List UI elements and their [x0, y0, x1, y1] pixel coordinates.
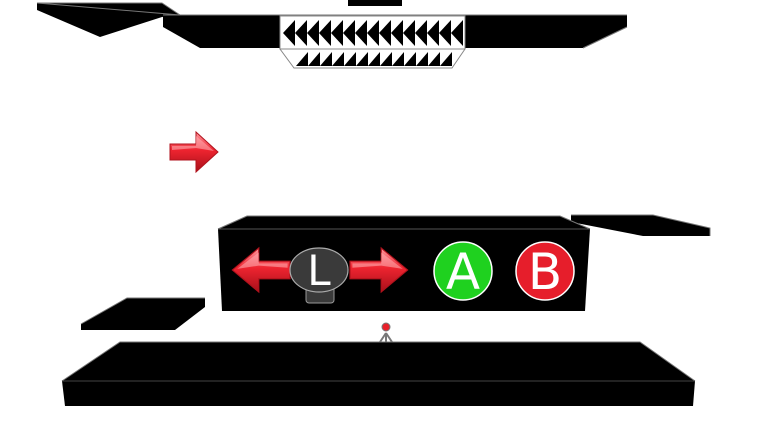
b-button[interactable]: B — [515, 241, 575, 301]
ceiling-spikes — [279, 15, 466, 69]
l-key-button[interactable]: L — [289, 246, 349, 304]
right-ledge — [571, 214, 711, 236]
a-button[interactable]: A — [433, 241, 493, 301]
spike-icon — [283, 20, 463, 46]
a-button-label: A — [446, 243, 480, 301]
ceiling-ledge-left — [36, 2, 181, 37]
ceiling-stub — [348, 0, 402, 6]
l-key-label: L — [307, 246, 331, 295]
right-arrow-icon — [169, 131, 219, 173]
b-button-label: B — [528, 243, 562, 301]
ground-platform — [61, 341, 696, 406]
spike-icon — [296, 52, 452, 66]
left-ledge — [80, 297, 205, 330]
stick-figure-icon — [381, 322, 391, 332]
